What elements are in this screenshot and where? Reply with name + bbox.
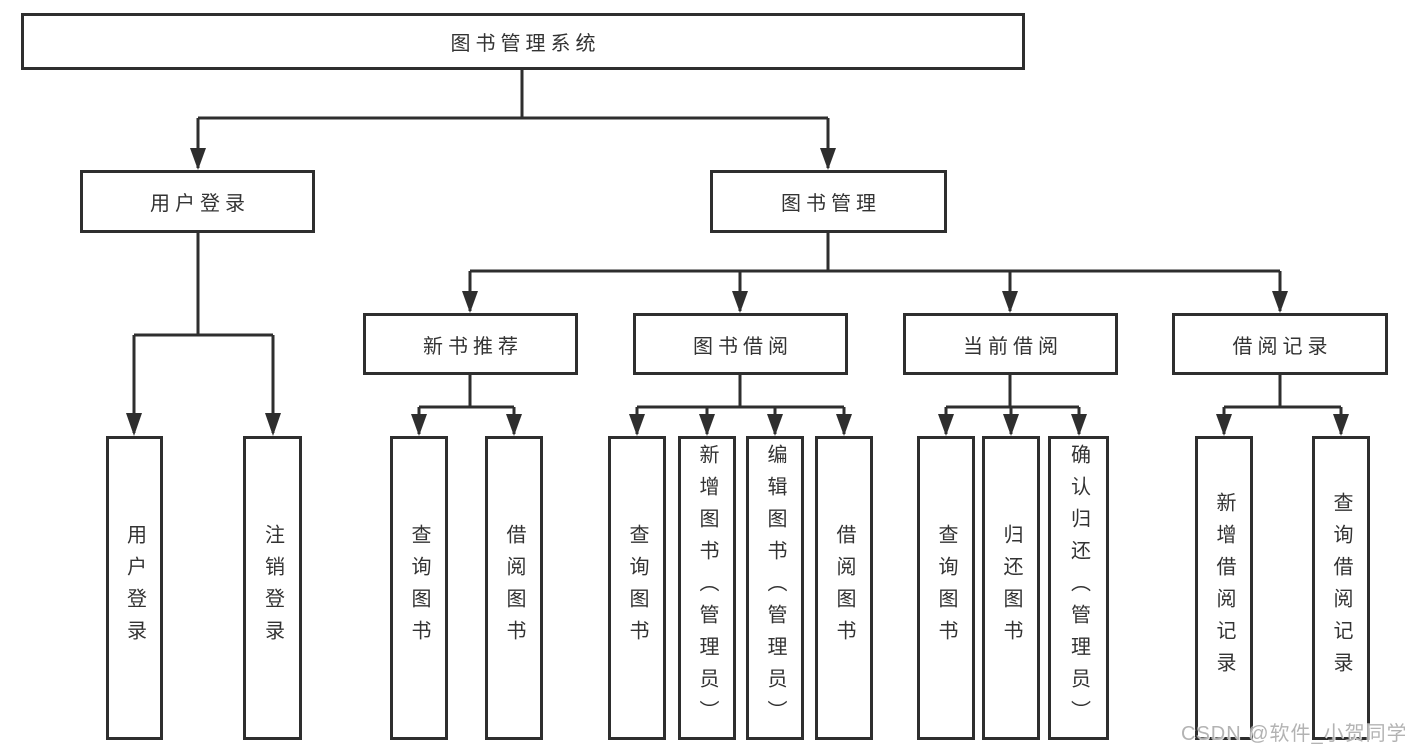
- leaf-recommend-query-books: 查询图书: [390, 436, 448, 740]
- arrowhead: [836, 414, 852, 436]
- arrowhead: [126, 413, 142, 436]
- leaf-label: 新增借阅记录: [1213, 492, 1235, 684]
- leaf-label: 编辑图书（管理员）: [764, 444, 786, 732]
- csdn-watermark: CSDN @软件_小贺同学: [1181, 723, 1405, 745]
- connector-book-management-to-groups: [462, 233, 1288, 313]
- leaf-label: 确认归还（管理员）: [1067, 444, 1090, 732]
- arrowhead: [411, 414, 427, 436]
- node-borrowing-records: 借阅记录: [1172, 313, 1388, 375]
- leaf-current-confirm-return-admin: 确认归还（管理员）: [1048, 436, 1109, 740]
- arrowhead: [820, 148, 836, 170]
- connector-book-borrowing-to-leaves: [629, 375, 852, 436]
- leaf-label: 查询图书: [408, 524, 430, 652]
- leaf-borrowing-query-books: 查询图书: [608, 436, 666, 740]
- node-book-borrowing: 图书借阅: [633, 313, 848, 375]
- connector-current-borrowing-to-leaves: [938, 375, 1087, 436]
- node-current-borrowing: 当前借阅: [903, 313, 1118, 375]
- node-root: 图书管理系统: [21, 13, 1025, 70]
- leaf-current-return-books: 归还图书: [982, 436, 1040, 740]
- node-book-management: 图书管理: [710, 170, 947, 233]
- connector-new-book-recommend-to-leaves: [411, 375, 522, 436]
- leaf-label: 借阅图书: [503, 524, 525, 652]
- arrowhead: [1071, 414, 1087, 436]
- leaf-label: 用户登录: [123, 524, 146, 652]
- leaf-label: 借阅图书: [833, 524, 855, 652]
- arrowhead: [1333, 414, 1349, 436]
- leaf-label: 查询图书: [626, 524, 648, 652]
- leaf-label: 查询借阅记录: [1330, 492, 1352, 684]
- connector-root-to-level2: [190, 70, 836, 170]
- leaf-borrowing-edit-books-admin: 编辑图书（管理员）: [746, 436, 804, 740]
- connector-borrowing-records-to-leaves: [1216, 375, 1349, 436]
- node-user-login: 用户登录: [80, 170, 315, 233]
- arrowhead: [462, 291, 478, 313]
- leaf-label: 新增图书（管理员）: [696, 444, 718, 732]
- leaf-borrowing-add-books-admin: 新增图书（管理员）: [678, 436, 736, 740]
- arrowhead: [767, 414, 783, 436]
- leaf-records-add-borrow-record: 新增借阅记录: [1195, 436, 1253, 740]
- arrowhead: [190, 148, 206, 170]
- leaf-recommend-borrow-books: 借阅图书: [485, 436, 543, 740]
- arrowhead: [1272, 291, 1288, 313]
- leaf-label: 注销登录: [261, 524, 284, 652]
- node-new-book-recommend: 新书推荐: [363, 313, 578, 375]
- arrowhead: [1003, 414, 1019, 436]
- leaf-borrowing-borrow-books: 借阅图书: [815, 436, 873, 740]
- arrowhead: [1002, 291, 1018, 313]
- arrowhead: [506, 414, 522, 436]
- leaf-label: 归还图书: [1000, 524, 1022, 652]
- arrowhead: [265, 413, 281, 436]
- arrowhead: [938, 414, 954, 436]
- leaf-logout: 注销登录: [243, 436, 302, 740]
- arrowhead: [629, 414, 645, 436]
- leaf-current-query-books: 查询图书: [917, 436, 975, 740]
- connector-user-login-to-leaves: [126, 233, 281, 436]
- arrowhead: [732, 291, 748, 313]
- arrowhead: [1216, 414, 1232, 436]
- leaf-records-query-borrow-record: 查询借阅记录: [1312, 436, 1370, 740]
- arrowhead: [699, 414, 715, 436]
- leaf-user-login: 用户登录: [106, 436, 163, 740]
- leaf-label: 查询图书: [935, 524, 957, 652]
